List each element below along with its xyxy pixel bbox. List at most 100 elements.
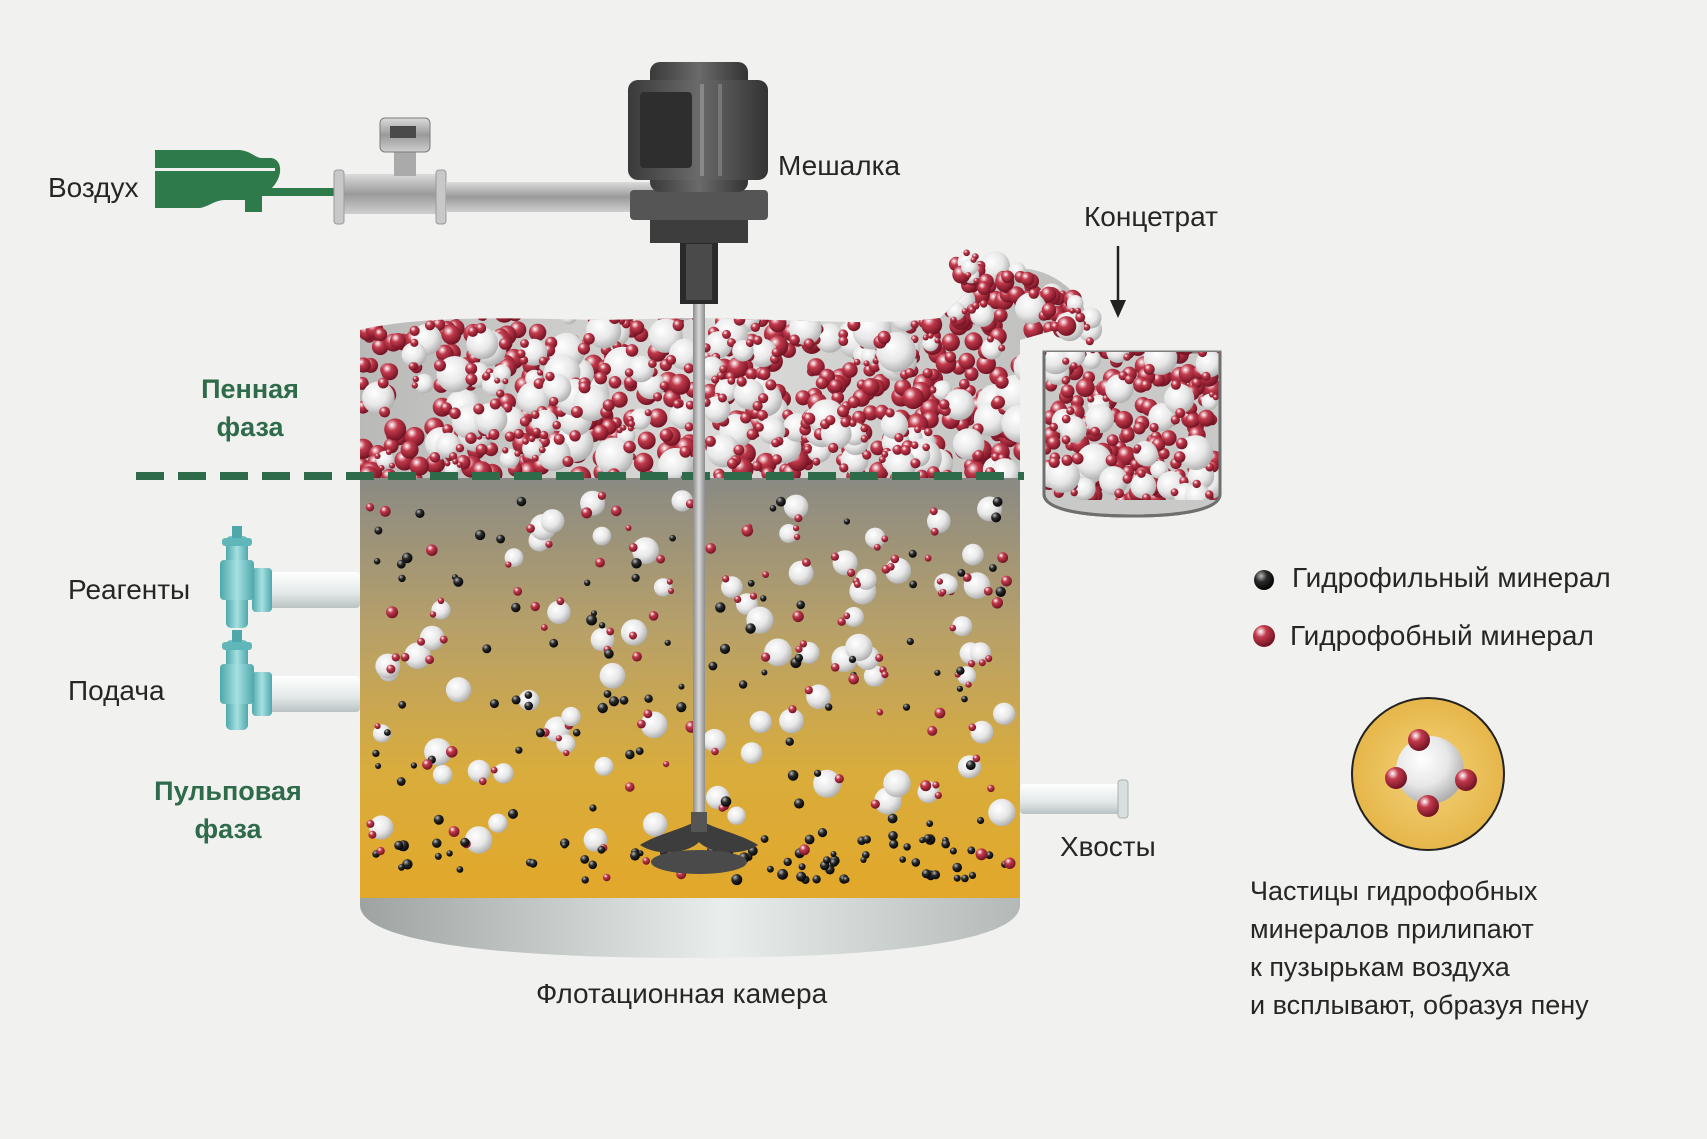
air-bubble	[740, 742, 763, 764]
hydrophobic-particle	[711, 747, 719, 756]
hydrophobic-particle	[416, 293, 433, 310]
hydrophilic-particle	[767, 865, 774, 873]
hydrophobic-particle	[830, 663, 840, 672]
hydrophobic-particle	[577, 342, 591, 355]
hydrophobic-particle	[788, 295, 803, 310]
hydrophobic-particle	[828, 379, 843, 393]
hydrophobic-particle	[962, 573, 972, 582]
hydrophobic-particle	[772, 286, 784, 298]
hydrophobic-particle	[1027, 389, 1041, 403]
hydrophilic-particle	[902, 703, 911, 711]
air-bubble	[432, 764, 453, 785]
hydrophobic-particle	[1133, 422, 1146, 435]
hydrophobic-particle	[583, 333, 595, 345]
concentrate-arrow	[1110, 246, 1126, 318]
hydrophobic-particle	[377, 377, 389, 389]
hydrophobic-particle	[1033, 348, 1044, 360]
hydrophobic-particle	[448, 452, 458, 461]
hydrophobic-particle	[488, 429, 500, 440]
hydrophobic-particle	[719, 291, 736, 308]
hydrophilic-particle	[396, 777, 406, 786]
hydrophobic-particle	[862, 450, 872, 460]
hydrophobic-particle	[765, 379, 777, 391]
air-bubble	[1085, 404, 1115, 434]
hydrophobic-particle	[597, 491, 607, 500]
hydrophilic-particle	[812, 875, 821, 884]
air-bubble	[643, 812, 668, 837]
hydrophobic-particle	[625, 525, 632, 531]
hydrophobic-particle	[645, 301, 658, 314]
hydrophobic-particle	[1124, 374, 1135, 385]
hydrophobic-particle	[900, 292, 919, 312]
hydrophobic-particle	[1029, 454, 1039, 464]
hydrophobic-particle	[608, 376, 622, 389]
hydrophobic-particle	[648, 359, 657, 369]
hydrophobic-particle	[602, 399, 615, 412]
inset-bubble	[1351, 697, 1505, 851]
air-bubble	[435, 432, 461, 458]
hydrophilic-particle	[631, 573, 640, 583]
hydrophobic-particle	[1143, 363, 1155, 375]
hydrophobic-particle	[745, 339, 754, 347]
hydrophilic-particle	[977, 816, 985, 825]
hydrophilic-particle	[923, 834, 932, 843]
hydrophobic-particle	[863, 405, 879, 421]
hydrophilic-particle	[842, 876, 850, 883]
hydrophobic-particle	[750, 322, 760, 332]
hydrophobic-particle	[408, 312, 418, 322]
hydrophobic-particle	[719, 365, 728, 374]
air-bubble	[727, 806, 746, 825]
hydrophobic-particle	[528, 435, 536, 443]
hydrophobic-particle	[553, 433, 565, 445]
hydrophobic-particle	[934, 707, 946, 719]
hydrophobic-particle	[379, 406, 390, 418]
air-bubble	[1195, 352, 1220, 378]
hydrophobic-particle	[792, 610, 804, 623]
air-bubble	[472, 292, 498, 318]
hydrophobic-particle	[1175, 437, 1188, 450]
hydrophilic-particle	[888, 831, 898, 841]
hydrophobic-particle	[540, 624, 548, 631]
hydrophobic-particle	[465, 373, 478, 386]
hydrophobic-particle	[741, 295, 762, 316]
hydrophobic-particle	[389, 462, 396, 469]
reagents-label: Реагенты	[68, 574, 191, 605]
hydrophilic-particle	[796, 871, 807, 882]
hydrophobic-particle	[530, 601, 540, 612]
hydrophobic-particle	[384, 418, 407, 441]
hydrophobic-particle	[442, 424, 453, 435]
hydrophobic-particle	[1025, 453, 1037, 466]
air-bubble	[592, 526, 612, 546]
hydrophobic-particle	[944, 351, 957, 363]
hydrophobic-particle	[891, 307, 900, 316]
hydrophobic-particle	[437, 597, 445, 604]
hydrophobic-particle	[1075, 307, 1081, 314]
hydrophobic-particle	[1061, 376, 1070, 385]
hydrophilic-particle	[401, 552, 413, 564]
hydrophobic-particle	[842, 362, 858, 378]
hydrophobic-particle	[847, 568, 856, 578]
hydrophilic-particle	[860, 856, 867, 864]
hydrophobic-particle	[1023, 319, 1044, 340]
hydrophobic-particle	[1019, 416, 1032, 430]
hydrophobic-particle	[818, 303, 831, 316]
hydrophilic-particle	[769, 505, 777, 512]
hydrophilic-particle	[825, 703, 833, 711]
hydrophobic-particle	[520, 339, 529, 348]
hydrophobic-particle	[1158, 448, 1170, 460]
hydrophobic-particle	[929, 387, 937, 394]
hydrophilic-particle	[804, 834, 815, 845]
hydrophobic-particle	[409, 325, 420, 336]
hydrophobic-particle	[1060, 384, 1075, 399]
hydrophobic-particle	[803, 445, 812, 454]
hydrophobic-particle	[413, 301, 432, 320]
hydrophobic-particle	[934, 791, 942, 800]
hydrophilic-particle	[384, 729, 391, 736]
air-inlet	[155, 150, 342, 212]
hydrophilic-particle	[496, 534, 505, 544]
hydrophobic-particle	[502, 402, 513, 413]
hydrophilic-particle	[785, 737, 794, 746]
hydrophilic-particle	[676, 702, 687, 713]
hydrophilic-particle	[761, 669, 768, 676]
hydrophobic-particle	[987, 784, 995, 793]
